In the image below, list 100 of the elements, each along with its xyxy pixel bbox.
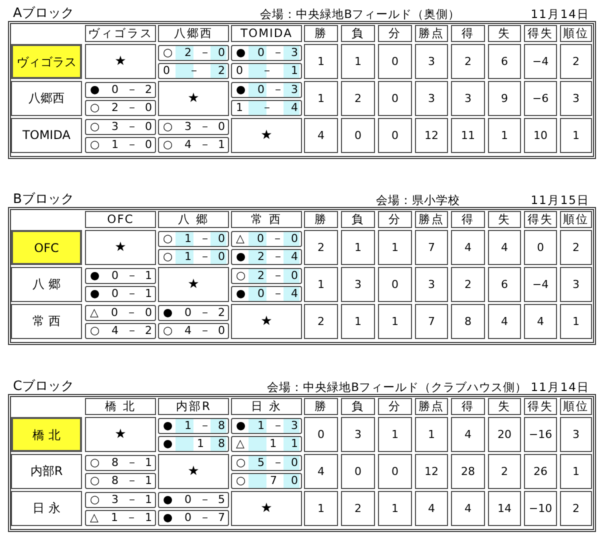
stat-value: 4 [451,491,485,526]
stat-value: 4 [451,417,485,452]
stat-value: 2 [341,491,375,526]
column-header: 八郷西 [158,25,229,42]
column-header: 得失 [524,25,557,42]
column-header: 得 [451,25,485,42]
stat-value: 12 [415,454,448,489]
team-name-cell: 橋 北 [11,417,82,452]
stat-value: 2 [341,81,375,116]
stat-value: 6 [488,44,521,79]
match-score: △ 0 － 0 [231,231,302,247]
column-header: 日 永 [231,398,302,415]
column-header: TOMIDA [231,25,302,42]
stat-value: 3 [341,267,375,302]
match-score: ○ 1 － 0 [158,249,229,265]
stat-value: 2 [560,230,592,265]
stat-value: 2 [451,267,485,302]
stat-value: 10 [524,118,557,153]
team-name-cell: 日 永 [11,491,82,526]
column-header: 勝 [304,211,338,228]
date-text: 11月14日 [530,380,590,394]
team-name-cell: 八 郷 [11,267,82,302]
stat-value: 11 [451,118,485,153]
stat-value: 1 [304,81,338,116]
stat-value: 4 [451,230,485,265]
column-header: 順位 [560,211,592,228]
match-score: ○ 3 － 1 [85,492,156,508]
stat-value: −4 [524,44,557,79]
match-score: ○ 1 － 0 [85,137,156,153]
stat-value: 0 [378,267,412,302]
stat-value: 0 [341,118,375,153]
stat-value: 1 [378,417,412,452]
column-header: 得 [451,211,485,228]
stat-value: 2 [560,491,592,526]
column-header: 順位 [560,25,592,42]
stat-value: 7 [415,304,448,339]
team-name-cell: ヴィゴラス [11,44,82,79]
stat-value: 0 [378,44,412,79]
stat-value: −16 [524,417,557,452]
stat-value: 2 [304,304,338,339]
stat-value: 2 [488,454,521,489]
stat-value: 3 [415,267,448,302]
column-header: 勝点 [415,398,448,415]
venue-text: 会場：中央緑地Bフィールド（奥側） [260,7,460,21]
venue-text: 会場：中央緑地Bフィールド（クラブハウス側） [267,380,527,394]
column-header: 内部R [158,398,229,415]
match-score: ○ 2 － 0 [158,45,229,61]
stat-value: 3 [341,417,375,452]
column-header: 負 [341,211,375,228]
team-name-cell: 常 西 [11,304,82,339]
stat-value: 28 [451,454,485,489]
stat-value: 1 [304,44,338,79]
stat-value: 3 [415,81,448,116]
column-header: 失 [488,398,521,415]
match-score: ○ 3 － 0 [85,119,156,135]
column-header: 負 [341,398,375,415]
column-header: 勝点 [415,25,448,42]
date-text: 11月15日 [530,193,590,207]
stat-value: 1 [560,118,592,153]
stat-value: 1 [488,118,521,153]
match-score: ● 0 － 1 [85,286,156,302]
stat-value: 1 [341,304,375,339]
match-score: ○ 5 － 0 [231,455,302,471]
stat-value: 0 [378,118,412,153]
stat-value: 4 [304,118,338,153]
match-score: ● 0 － 1 [85,268,156,284]
stat-value: 4 [524,304,557,339]
match-score: 0 － 2 [158,63,229,79]
match-score: △ 0 － 0 [85,305,156,321]
stat-value: 3 [415,44,448,79]
stat-value: 1 [560,454,592,489]
column-header: 失 [488,211,521,228]
match-score: 0 － 1 [231,63,302,79]
team-name-cell: 内部R [11,454,82,489]
match-score: ○ 4 － 2 [85,323,156,339]
match-score: ○ 4 － 1 [158,137,229,153]
stat-value: 14 [488,491,521,526]
stat-value: 0 [378,454,412,489]
venue-text: 会場：県小学校 [376,193,460,207]
stat-value: 2 [560,44,592,79]
match-score: ○ 4 － 0 [158,323,229,339]
column-header: 分 [378,25,412,42]
column-header: 分 [378,398,412,415]
stat-value: 1 [560,304,592,339]
stat-value: 1 [415,417,448,452]
match-score: ○ 8 － 1 [85,455,156,471]
stat-value: 0 [524,230,557,265]
date-text: 11月14日 [530,7,590,21]
column-header: OFC [85,211,156,228]
column-header: 得 [451,398,485,415]
match-score: ● 1 8 [158,436,229,452]
match-score: ○ 8 － 1 [85,473,156,489]
match-score: ○ 7 0 [231,473,302,489]
stat-value: 20 [488,417,521,452]
block-title: Cブロック [13,380,76,394]
stat-value: 3 [560,267,592,302]
match-score: ● 0 － 2 [85,82,156,98]
stat-value: 0 [378,81,412,116]
column-header: 負 [341,25,375,42]
match-score: ○ 2 － 0 [85,100,156,116]
